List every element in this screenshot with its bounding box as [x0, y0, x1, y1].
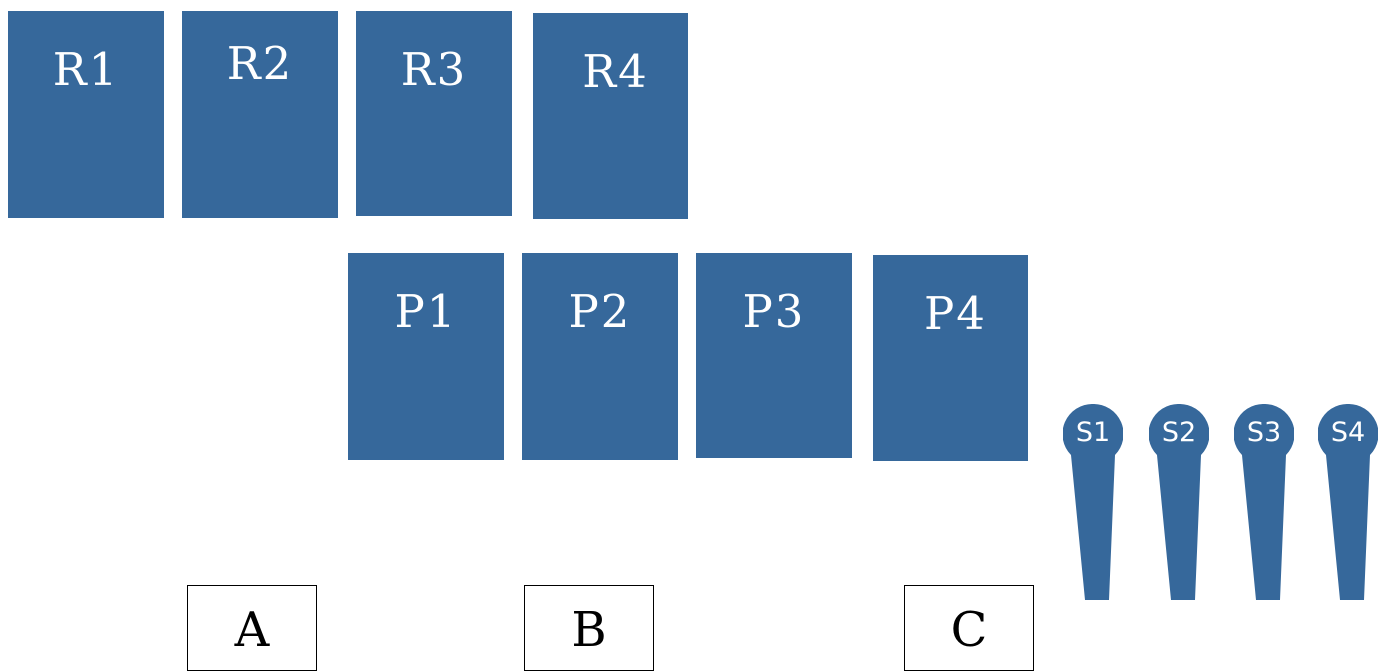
tile-p3-label: P3 — [742, 285, 806, 338]
pin-s1-label: S1 — [1075, 417, 1111, 448]
tile-p1-label: P1 — [394, 285, 458, 338]
pin-s4-shape — [1318, 404, 1378, 600]
tile-r2-label: R2 — [226, 37, 294, 90]
tile-p4-label: P4 — [924, 287, 987, 340]
box-b: B — [524, 585, 654, 671]
tile-r2: R2 — [182, 11, 338, 218]
box-a-label: A — [234, 602, 270, 658]
tile-p1: P1 — [348, 253, 504, 460]
box-c: C — [904, 585, 1034, 671]
pin-s4: S4 — [1318, 404, 1378, 600]
pin-s2-shape — [1149, 404, 1209, 600]
box-b-label: B — [571, 602, 607, 658]
pin-s2-label: S2 — [1161, 417, 1197, 448]
pin-s1-shape — [1063, 404, 1123, 600]
tile-r1: R1 — [8, 11, 164, 218]
tile-p2-label: P2 — [568, 285, 632, 338]
box-a: A — [187, 585, 317, 671]
tile-p4: P4 — [873, 255, 1028, 461]
pin-s1: S1 — [1063, 404, 1123, 600]
tile-r1-label: R1 — [52, 43, 120, 96]
tile-r3: R3 — [356, 11, 512, 216]
pin-s4-label: S4 — [1330, 417, 1366, 448]
pin-s3-label: S3 — [1246, 417, 1282, 448]
tile-r4-label: R4 — [582, 45, 649, 98]
tile-p3: P3 — [696, 253, 852, 458]
pin-s3: S3 — [1234, 404, 1294, 600]
pin-s2: S2 — [1149, 404, 1209, 600]
tile-r4: R4 — [533, 13, 688, 219]
tile-p2: P2 — [522, 253, 678, 460]
tile-r3-label: R3 — [400, 43, 468, 96]
box-c-label: C — [950, 602, 988, 658]
pin-s3-shape — [1234, 404, 1294, 600]
